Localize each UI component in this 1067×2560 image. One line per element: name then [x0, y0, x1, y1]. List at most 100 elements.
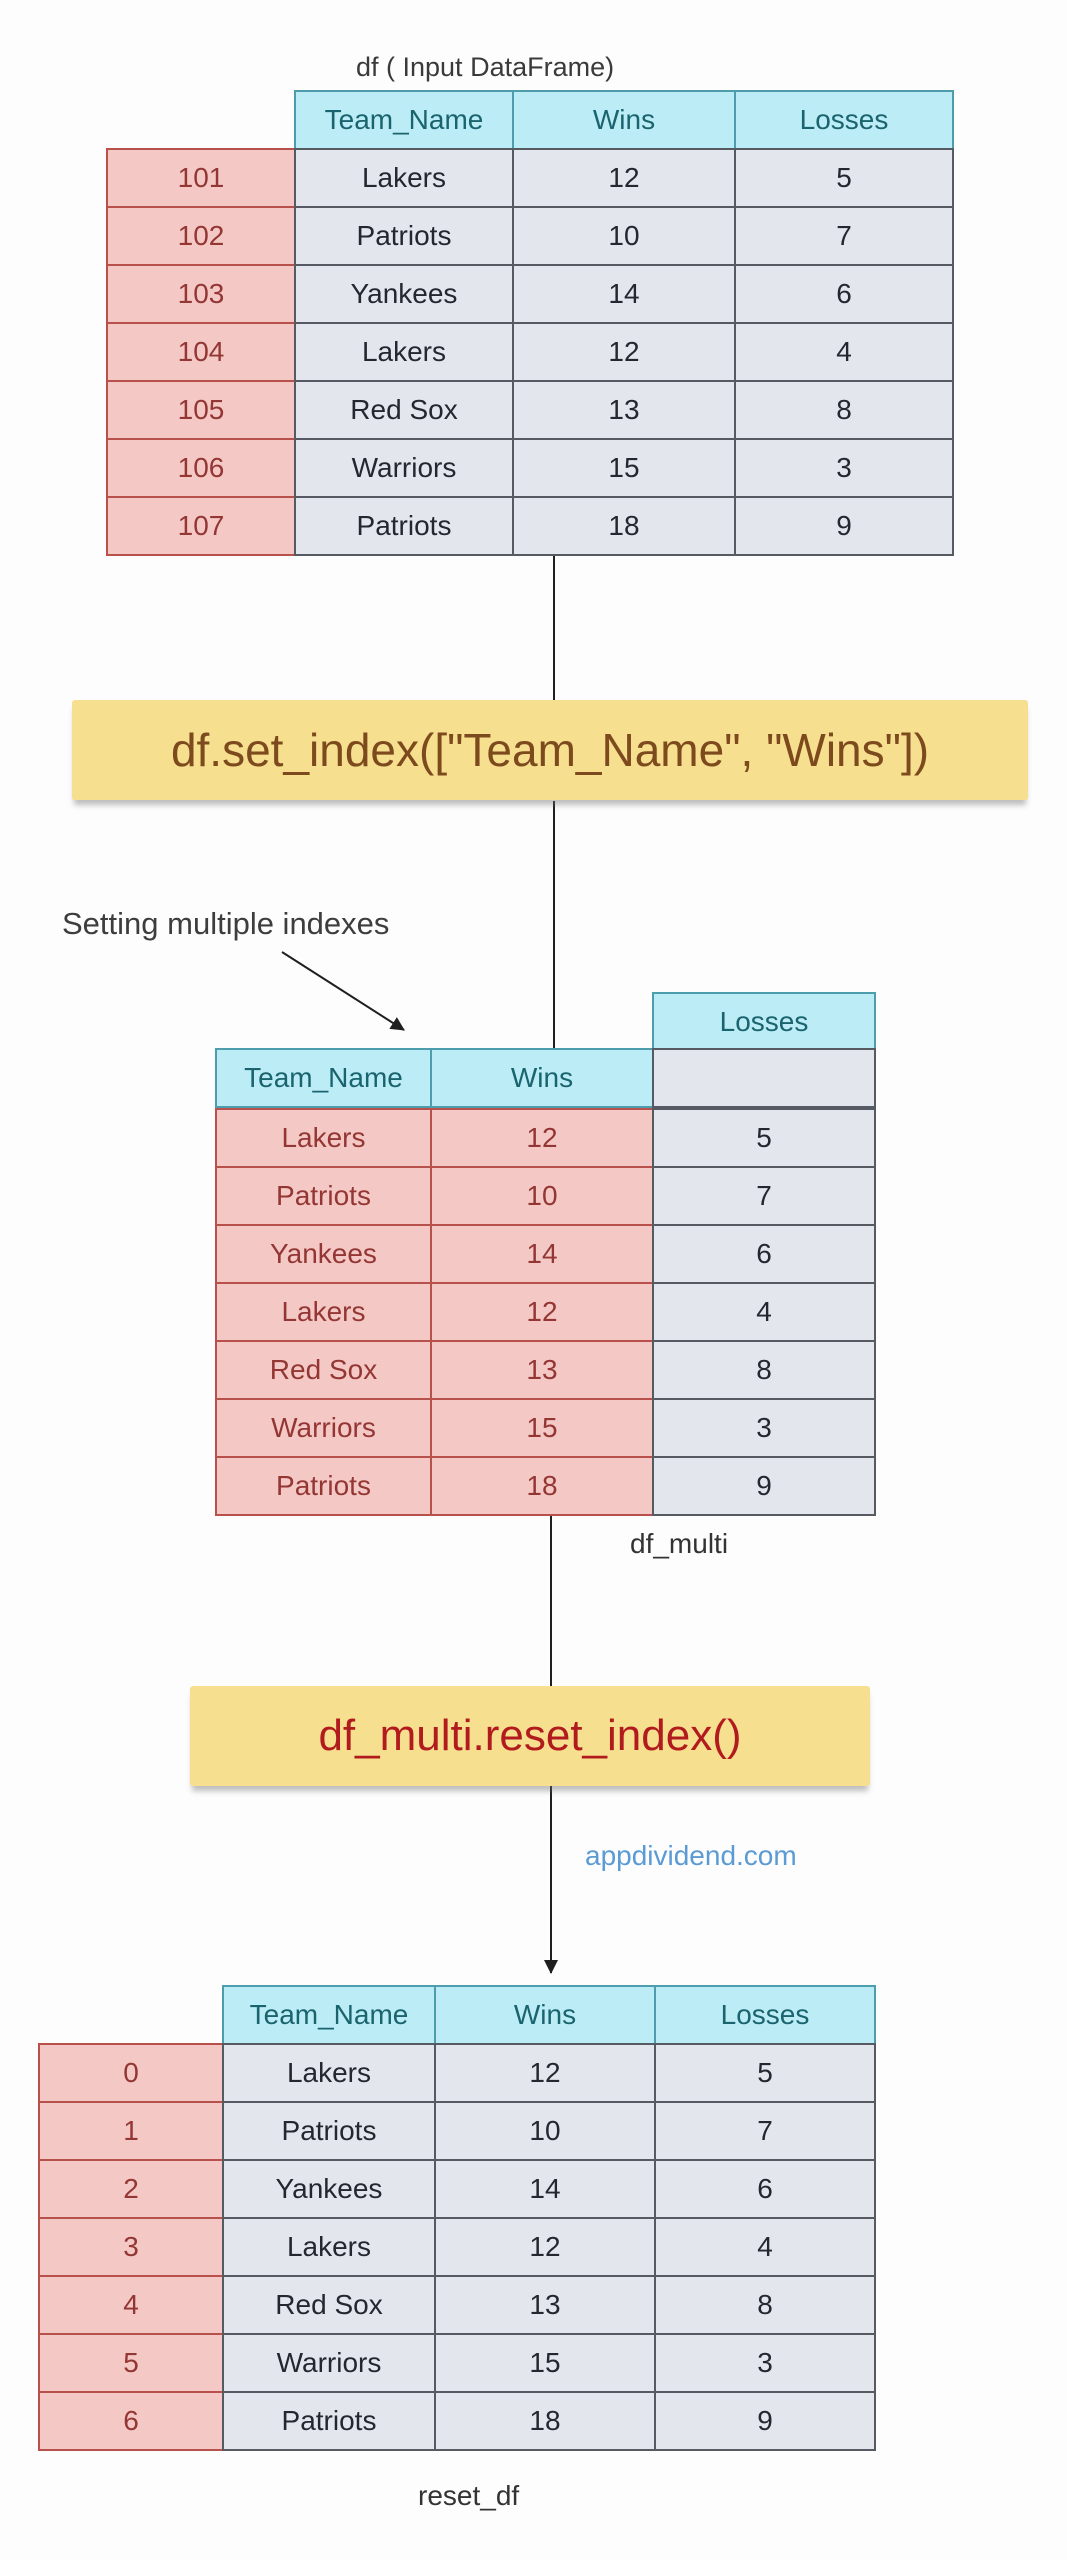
multi-table-body: Lakers 12 5 Patriots 10 7 Yankees 14 6 L… — [215, 1108, 876, 1516]
table-cell: 12 — [512, 148, 736, 208]
table-cell: Red Sox — [215, 1340, 432, 1400]
table-cell: 10 — [512, 206, 736, 266]
multi-header-wins: Wins — [430, 1048, 654, 1108]
table-cell: 7 — [654, 2101, 876, 2161]
table-cell: 6 — [654, 2159, 876, 2219]
table-cell: Yankees — [215, 1224, 432, 1284]
table-cell: 12 — [430, 1282, 654, 1342]
input-header-team-name: Team_Name — [294, 90, 514, 150]
table-cell: 4 — [652, 1282, 876, 1342]
reset-header-losses: Losses — [654, 1985, 876, 2045]
table-cell: 6 — [652, 1224, 876, 1284]
table-row: Patriots 10 7 — [215, 1166, 876, 1226]
table-cell: Patriots — [222, 2101, 436, 2161]
table-cell: Lakers — [294, 322, 514, 382]
table-cell: Patriots — [215, 1166, 432, 1226]
multi-table-header-row: Team_Name Wins — [215, 1048, 876, 1108]
table-cell: 18 — [512, 496, 736, 556]
table-cell: Lakers — [215, 1108, 432, 1168]
index-cell: 102 — [106, 206, 296, 266]
table-cell: 12 — [434, 2217, 656, 2277]
table-cell: Yankees — [294, 264, 514, 324]
table-cell: 12 — [512, 322, 736, 382]
table-row: Warriors 15 3 — [294, 438, 954, 498]
table-cell: 15 — [430, 1398, 654, 1458]
table-cell: 5 — [654, 2043, 876, 2103]
table-cell: 9 — [734, 496, 954, 556]
annotation-text: Setting multiple indexes — [62, 906, 390, 941]
watermark-text: appdividend.com — [585, 1840, 797, 1871]
multi-table-label: df_multi — [630, 1528, 729, 1559]
annotation-arrow — [281, 951, 405, 1031]
table-cell: 3 — [734, 438, 954, 498]
table-cell: 9 — [654, 2391, 876, 2451]
index-cell: 103 — [106, 264, 296, 324]
table-row: Red Sox 13 8 — [294, 380, 954, 440]
table-row: Patriots 18 9 — [294, 496, 954, 556]
table-cell: 7 — [734, 206, 954, 266]
table-cell: 13 — [430, 1340, 654, 1400]
table-row: Warriors 15 3 — [222, 2333, 876, 2393]
input-table-header-row: Team_Name Wins Losses — [294, 90, 954, 150]
table-cell: Patriots — [215, 1456, 432, 1516]
input-table-caption: df ( Input DataFrame) — [356, 52, 615, 82]
table-cell: 13 — [512, 380, 736, 440]
table-row: Lakers 12 4 — [294, 322, 954, 382]
table-cell: 14 — [434, 2159, 656, 2219]
table-cell: 3 — [652, 1398, 876, 1458]
reset-header-team-name: Team_Name — [222, 1985, 436, 2045]
reset-table-header-row: Team_Name Wins Losses — [222, 1985, 876, 2045]
table-row: Yankees 14 6 — [294, 264, 954, 324]
table-row: Lakers 12 4 — [215, 1282, 876, 1342]
table-cell: Red Sox — [222, 2275, 436, 2335]
index-cell: 2 — [38, 2159, 224, 2219]
table-row: Patriots 10 7 — [222, 2101, 876, 2161]
table-row: Warriors 15 3 — [215, 1398, 876, 1458]
table-cell: Patriots — [294, 206, 514, 266]
table-cell: Warriors — [215, 1398, 432, 1458]
table-cell: Patriots — [294, 496, 514, 556]
table-cell: Lakers — [222, 2217, 436, 2277]
table-row: Yankees 14 6 — [215, 1224, 876, 1284]
table-cell: 4 — [654, 2217, 876, 2277]
index-cell: 0 — [38, 2043, 224, 2103]
table-cell: 14 — [512, 264, 736, 324]
table-row: Lakers 12 5 — [222, 2043, 876, 2103]
reset-header-wins: Wins — [434, 1985, 656, 2045]
index-cell: 4 — [38, 2275, 224, 2335]
index-cell: 6 — [38, 2391, 224, 2451]
reset-table-label: reset_df — [418, 2480, 520, 2511]
multi-header-losses: Losses — [652, 992, 876, 1052]
table-cell: 18 — [430, 1456, 654, 1516]
table-cell: 9 — [652, 1456, 876, 1516]
table-cell: 12 — [434, 2043, 656, 2103]
index-cell: 5 — [38, 2333, 224, 2393]
reset-table-index-column: 0 1 2 3 4 5 6 — [38, 2043, 224, 2451]
table-cell: 3 — [654, 2333, 876, 2393]
index-cell: 104 — [106, 322, 296, 382]
table-cell: Lakers — [222, 2043, 436, 2103]
index-cell: 101 — [106, 148, 296, 208]
multi-empty-cell — [652, 1048, 876, 1108]
input-header-wins: Wins — [512, 90, 736, 150]
table-cell: 10 — [430, 1166, 654, 1226]
table-row: Red Sox 13 8 — [215, 1340, 876, 1400]
table-cell: 4 — [734, 322, 954, 382]
set-index-code-box: df.set_index(["Team_Name", "Wins"]) — [72, 700, 1028, 800]
table-row: Red Sox 13 8 — [222, 2275, 876, 2335]
table-cell: 12 — [430, 1108, 654, 1168]
table-cell: Warriors — [222, 2333, 436, 2393]
reset-table-body: Lakers 12 5 Patriots 10 7 Yankees 14 6 L… — [222, 2043, 876, 2451]
input-header-losses: Losses — [734, 90, 954, 150]
table-cell: Red Sox — [294, 380, 514, 440]
table-cell: 7 — [652, 1166, 876, 1226]
table-cell: 14 — [430, 1224, 654, 1284]
table-cell: 5 — [734, 148, 954, 208]
multi-header-team-name: Team_Name — [215, 1048, 432, 1108]
multi-raised-losses-header: Losses — [652, 992, 876, 1052]
table-row: Patriots 18 9 — [222, 2391, 876, 2451]
table-cell: Warriors — [294, 438, 514, 498]
table-cell: 8 — [652, 1340, 876, 1400]
table-cell: Lakers — [215, 1282, 432, 1342]
